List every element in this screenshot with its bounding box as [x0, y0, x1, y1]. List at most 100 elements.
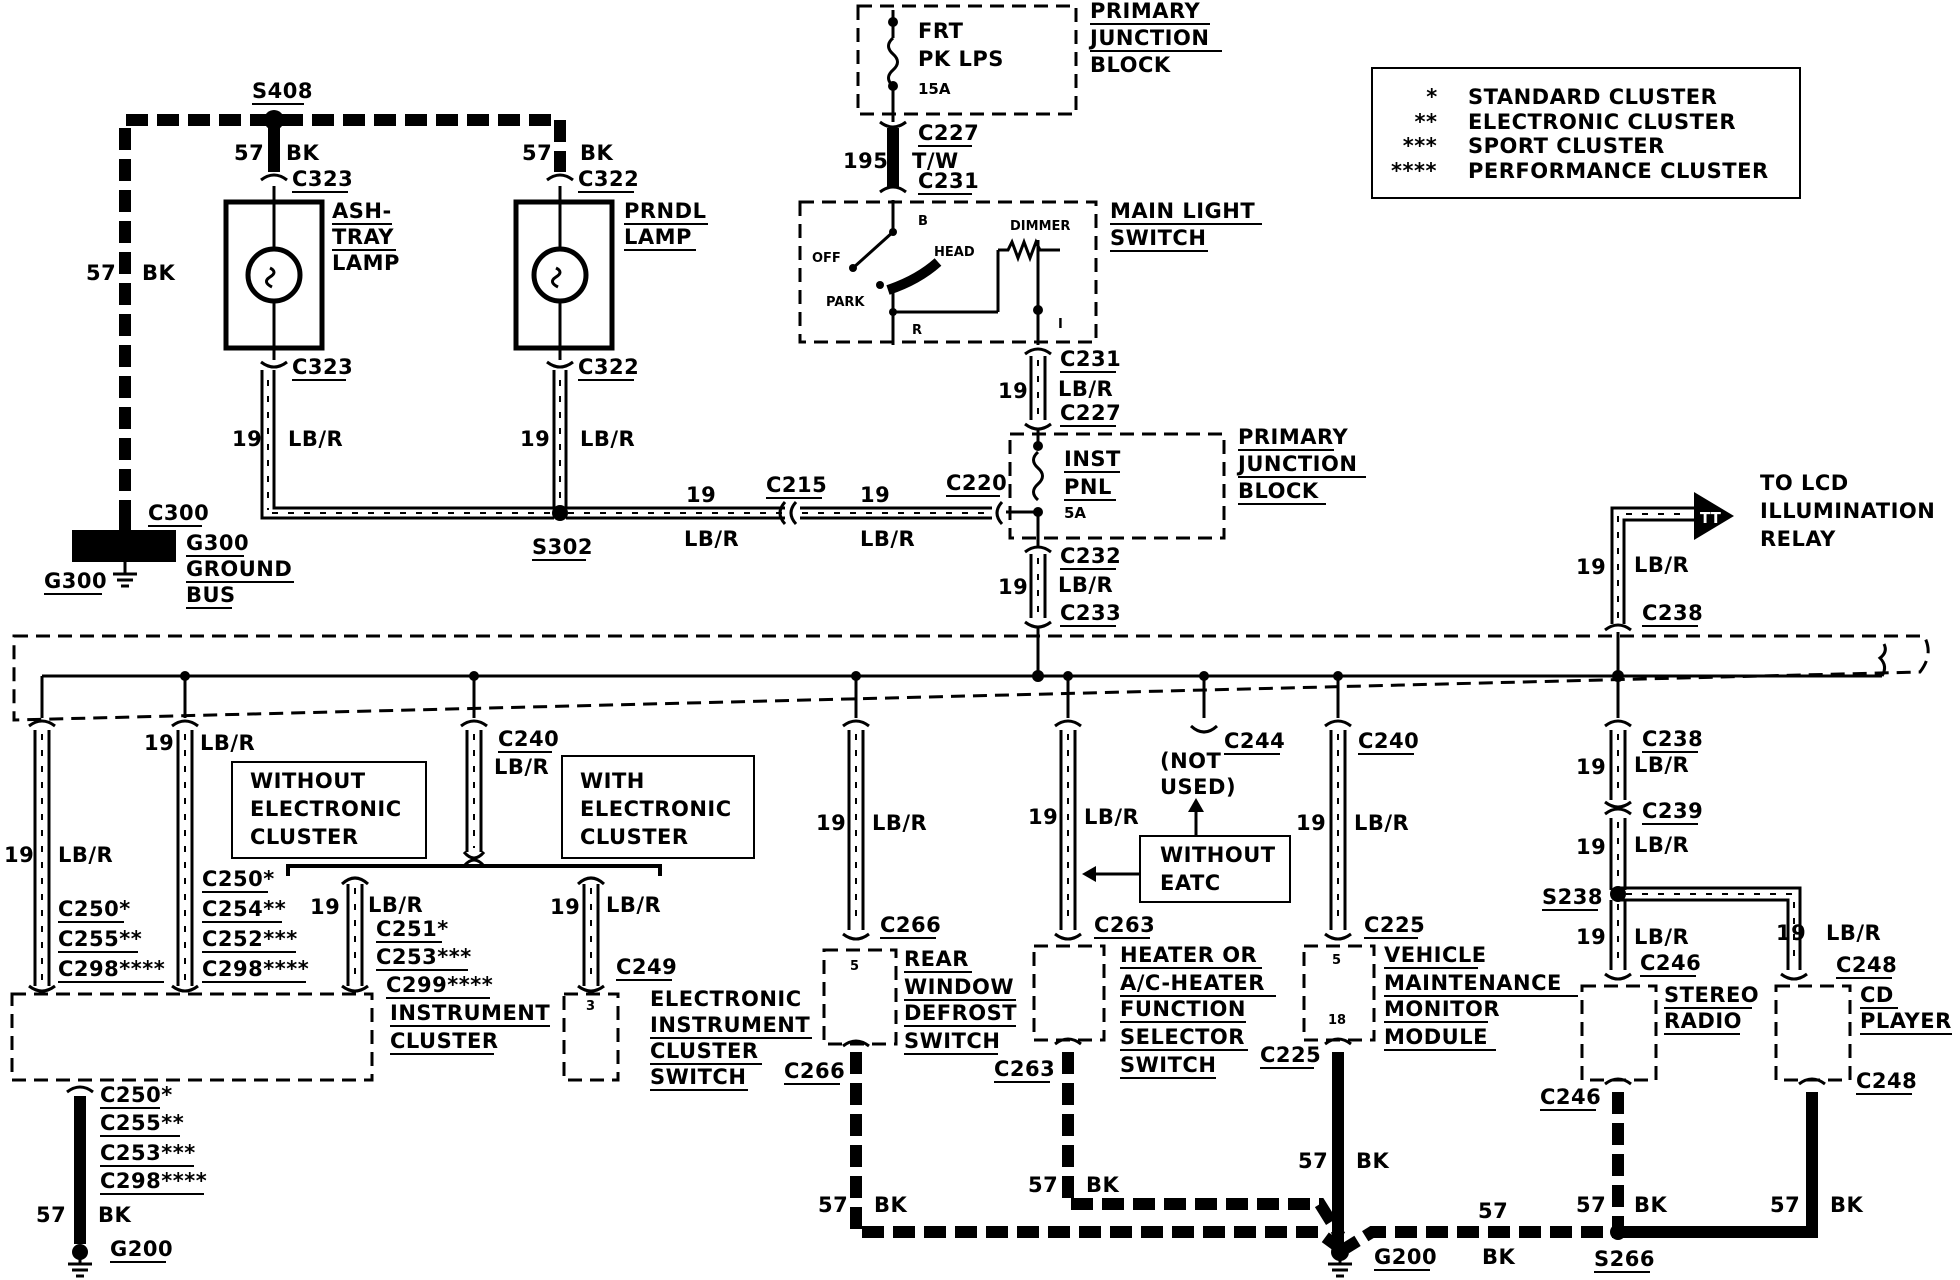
conn-s238: S238: [1542, 885, 1603, 909]
legend-text-4: PERFORMANCE CLUSTER: [1468, 159, 1769, 183]
wire-19-c232: 19 C232 LB/R C233: [998, 544, 1121, 675]
defrost-label-1: REAR: [904, 947, 969, 971]
mls-pos-off: OFF: [812, 251, 841, 266]
g300-ground-bus: C300 G300 GROUND BUS G300: [44, 501, 294, 609]
conn-c253: C253***: [376, 945, 472, 969]
lcd-relay-label-2: ILLUMINATION: [1760, 499, 1935, 523]
fuse-label-1: FRT: [918, 19, 964, 43]
conn-c323-bot: C323: [292, 355, 353, 379]
branch-left-2: 19 LB/R C250* C254** C252*** C298****: [144, 719, 309, 993]
mls-contact-arm: [886, 258, 942, 295]
branch-c240-left: C240 LB/R 19 LB/R C251* C253*** C299****…: [286, 719, 677, 999]
wire-lbr-radio-b: LB/R: [1634, 833, 1689, 857]
conn-c322-top: C322: [578, 167, 639, 191]
wire-19-num-l1: 19: [4, 843, 34, 867]
heater-label-2: A/C-HEATER: [1120, 971, 1265, 995]
wire-19-s302-c220: C215 19 LB/R 19 LB/R C220: [566, 471, 1007, 551]
ash-tray-lamp: ASH- TRAY LAMP: [223, 186, 399, 360]
mls-pos-park: PARK: [826, 295, 865, 310]
wire-19-num-b: 19: [998, 575, 1028, 599]
branch-c244-not-used: C244 (NOT USED) WITHOUT EATC: [1082, 724, 1291, 903]
conn-c251: C251*: [376, 917, 449, 941]
conn-c239: C239: [1642, 799, 1703, 823]
bottom-ground-wires: G200 S266 57 BK 57 BK 57 BK 57 BK 57 BK …: [818, 1052, 1863, 1278]
with-ec-3: CLUSTER: [580, 825, 689, 849]
vmm-label-4: MODULE: [1384, 1025, 1488, 1049]
ash-tray-label-1: ASH-: [332, 199, 392, 223]
wire-lbr-cd: LB/R: [1826, 921, 1881, 945]
conn-c231-top: C231: [918, 169, 979, 193]
defrost-pin: 5: [850, 959, 859, 974]
wire-57-cluster-num: 57: [36, 1203, 66, 1227]
conn-s408: S408: [252, 79, 313, 103]
wire-57-ash-color: BK: [286, 141, 320, 165]
lcd-relay-label-3: RELAY: [1760, 527, 1836, 551]
wire-lbr-c249: LB/R: [606, 893, 661, 917]
wire-195-number: 195: [843, 149, 888, 173]
mls-term-r: R: [912, 323, 922, 338]
conn-c263-bot: C263: [994, 1057, 1055, 1081]
with-electronic-cluster-box: [561, 755, 755, 859]
wire-57-radio-num: 57: [1576, 1193, 1606, 1217]
without-ec-1: WITHOUT: [250, 769, 366, 793]
main-light-switch: B OFF PARK HEAD DIMMER R I MAIN LIGHT SW…: [798, 199, 1262, 345]
wire-57-cluster-color: BK: [98, 1203, 132, 1227]
ec-switch-label-3: CLUSTER: [650, 1039, 759, 1063]
heater-label-5: SWITCH: [1120, 1053, 1216, 1077]
electronic-cluster-switch: 3 ELECTRONIC INSTRUMENT CLUSTER SWITCH: [562, 987, 812, 1091]
without-eatc-1: WITHOUT: [1160, 843, 1276, 867]
conn-c225-bot: C225: [1260, 1043, 1321, 1067]
pjb-top-label-1: PRIMARY: [1090, 0, 1201, 23]
conn-c238-bot: C238: [1642, 727, 1703, 751]
relay-arrow-mark: TT: [1700, 509, 1722, 527]
stereo-label-1: STEREO: [1664, 983, 1759, 1007]
conn-c255-b: C255**: [100, 1111, 184, 1135]
pjb-top-label-3: BLOCK: [1090, 53, 1171, 77]
with-ec-1: WITH: [580, 769, 645, 793]
ground-wire-s408: S408 57 BK 57 BK 57 BK C323 C322: [86, 79, 639, 522]
wire-57-prndl-color: BK: [580, 141, 614, 165]
conn-c254: C254**: [202, 897, 286, 921]
wire-19-num-vmm: 19: [1296, 811, 1326, 835]
with-ec-2: ELECTRONIC: [580, 797, 732, 821]
conn-c240-right: C240: [1358, 729, 1419, 753]
mls-pos-head: HEAD: [934, 245, 975, 260]
wire-57-vmm-color: BK: [1356, 1149, 1390, 1173]
wire-57-s266-color: BK: [1482, 1245, 1516, 1269]
arrow-up-icon: [1188, 798, 1204, 812]
conn-c298-a: C298****: [58, 957, 165, 981]
heater-label-4: SELECTOR: [1120, 1025, 1245, 1049]
mls-term-i: I: [1058, 317, 1063, 332]
conn-c322-bot: C322: [578, 355, 639, 379]
g300-bus-id: G300: [186, 531, 249, 555]
not-used-label-2: USED): [1160, 775, 1236, 799]
wire-57-heater-color: BK: [1086, 1173, 1120, 1197]
conn-c266-top: C266: [880, 913, 941, 937]
wire-57-left-num: 57: [86, 261, 116, 285]
vmm-pin-top: 5: [1332, 953, 1341, 968]
heater-label-3: FUNCTION: [1120, 997, 1246, 1021]
conn-c300: C300: [148, 501, 209, 525]
wire-19-num-l2: 19: [144, 731, 174, 755]
wire-19-num-defrost: 19: [816, 811, 846, 835]
without-ec-2: ELECTRONIC: [250, 797, 402, 821]
wire-57-ash-num: 57: [234, 141, 264, 165]
conn-c215: C215: [766, 473, 827, 497]
conn-c225-top: C225: [1364, 913, 1425, 937]
ec-switch-label-1: ELECTRONIC: [650, 987, 802, 1011]
pjb-mid-label-2: JUNCTION: [1236, 452, 1357, 476]
conn-c232: C232: [1060, 544, 1121, 568]
lcd-relay-label-1: TO LCD: [1760, 471, 1849, 495]
wire-19-num-a: 19: [998, 379, 1028, 403]
fuse-rating: 15A: [918, 80, 951, 98]
vmm-label-3: MONITOR: [1384, 997, 1500, 1021]
wire-57-cd-num: 57: [1770, 1193, 1800, 1217]
prndl-label-1: PRNDL: [624, 199, 706, 223]
cd-label-1: CD: [1860, 983, 1894, 1007]
conn-c238-top: C238: [1642, 601, 1703, 625]
conn-c246-top: C246: [1640, 951, 1701, 975]
wire-lbr-l2: LB/R: [200, 731, 255, 755]
conn-c299: C299****: [386, 973, 493, 997]
without-eatc-box: [1139, 835, 1291, 903]
conn-c227-top: C227: [918, 121, 979, 145]
